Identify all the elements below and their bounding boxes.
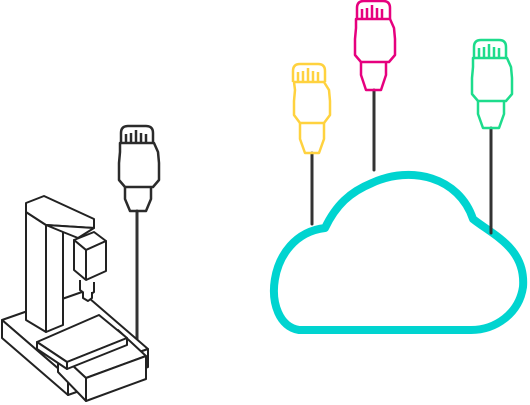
connector-gray-icon: [117, 124, 161, 213]
machine-icon: [1, 195, 149, 402]
connector-yellow-icon: [291, 62, 332, 155]
machine-column: [25, 211, 47, 333]
connector-magenta-icon: [353, 0, 397, 92]
cloud-icon: [269, 171, 528, 334]
connector-green-icon: [470, 38, 514, 130]
cables: [135, 88, 493, 346]
